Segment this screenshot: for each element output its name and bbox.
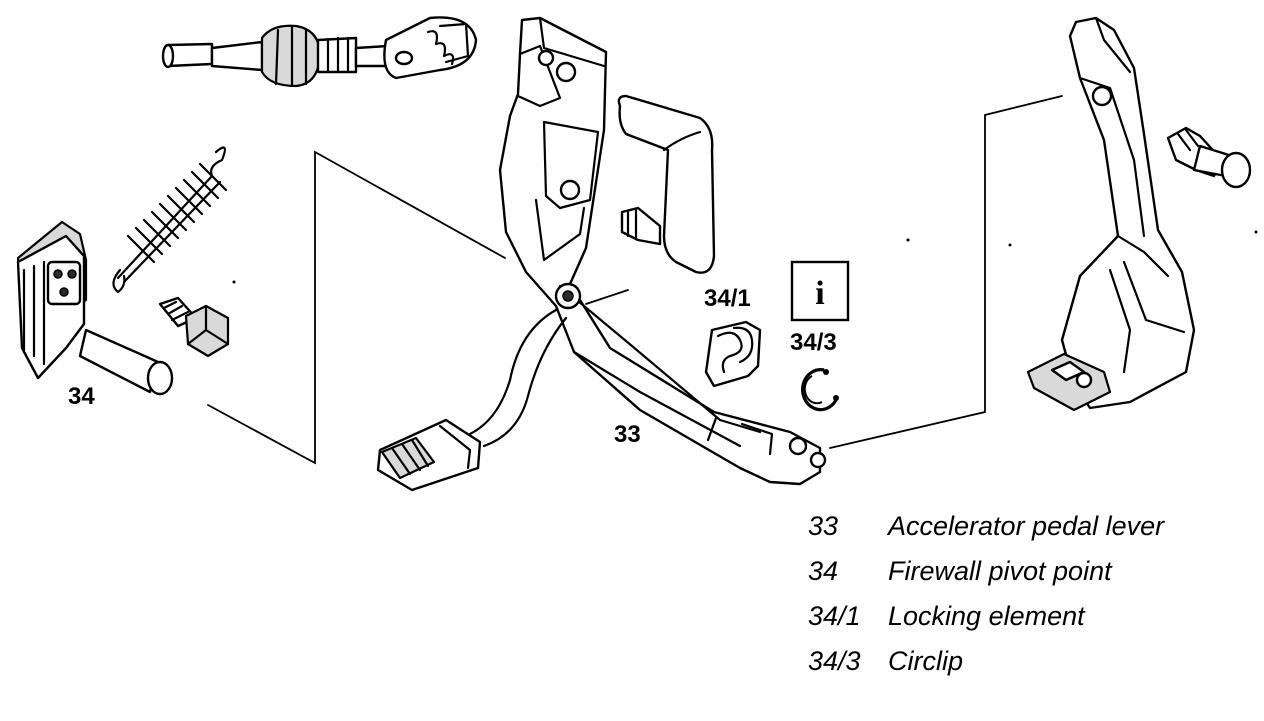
legend-label: Accelerator pedal lever <box>886 511 1165 541</box>
legend-number: 33 <box>808 511 838 541</box>
bolt <box>158 296 230 358</box>
callout-33: 33 <box>614 421 641 448</box>
legend-item: 33 Accelerator pedal lever <box>808 511 1165 541</box>
legend-item: 34/1 Locking element <box>808 601 1086 631</box>
callout-34-1: 34/1 <box>704 285 751 312</box>
callout-34: 34 <box>68 383 95 410</box>
firewall-pivot-bracket <box>16 220 174 396</box>
legend-number: 34 <box>808 556 838 586</box>
locking-element <box>704 320 762 388</box>
legend-number: 34/1 <box>808 601 861 631</box>
legend-number: 34/3 <box>808 646 861 676</box>
return-spring <box>112 146 228 294</box>
legend-item: 34/3 Circlip <box>808 646 963 676</box>
wiring-harness <box>376 308 568 492</box>
callout-34-3: 34/3 <box>790 329 837 356</box>
legend-item: 34 Firewall pivot point <box>808 556 1113 586</box>
scan-specks <box>232 230 1258 284</box>
info-icon: i <box>790 260 850 322</box>
legend: 33 Accelerator pedal lever 34 Firewall p… <box>808 511 1165 676</box>
circlip <box>801 368 839 412</box>
legend-label: Firewall pivot point <box>888 556 1113 586</box>
legend-label: Locking element <box>888 601 1086 631</box>
cable-adjuster-assembly <box>161 16 478 88</box>
legend-label: Circlip <box>888 646 963 676</box>
svg-text:i: i <box>815 275 824 312</box>
push-pin <box>1166 126 1252 189</box>
accelerator-pedal-lever <box>498 16 827 486</box>
pedal-pad-plug <box>617 94 716 274</box>
pedal-pad-arm <box>1026 16 1196 412</box>
leader-lines <box>207 95 1063 465</box>
